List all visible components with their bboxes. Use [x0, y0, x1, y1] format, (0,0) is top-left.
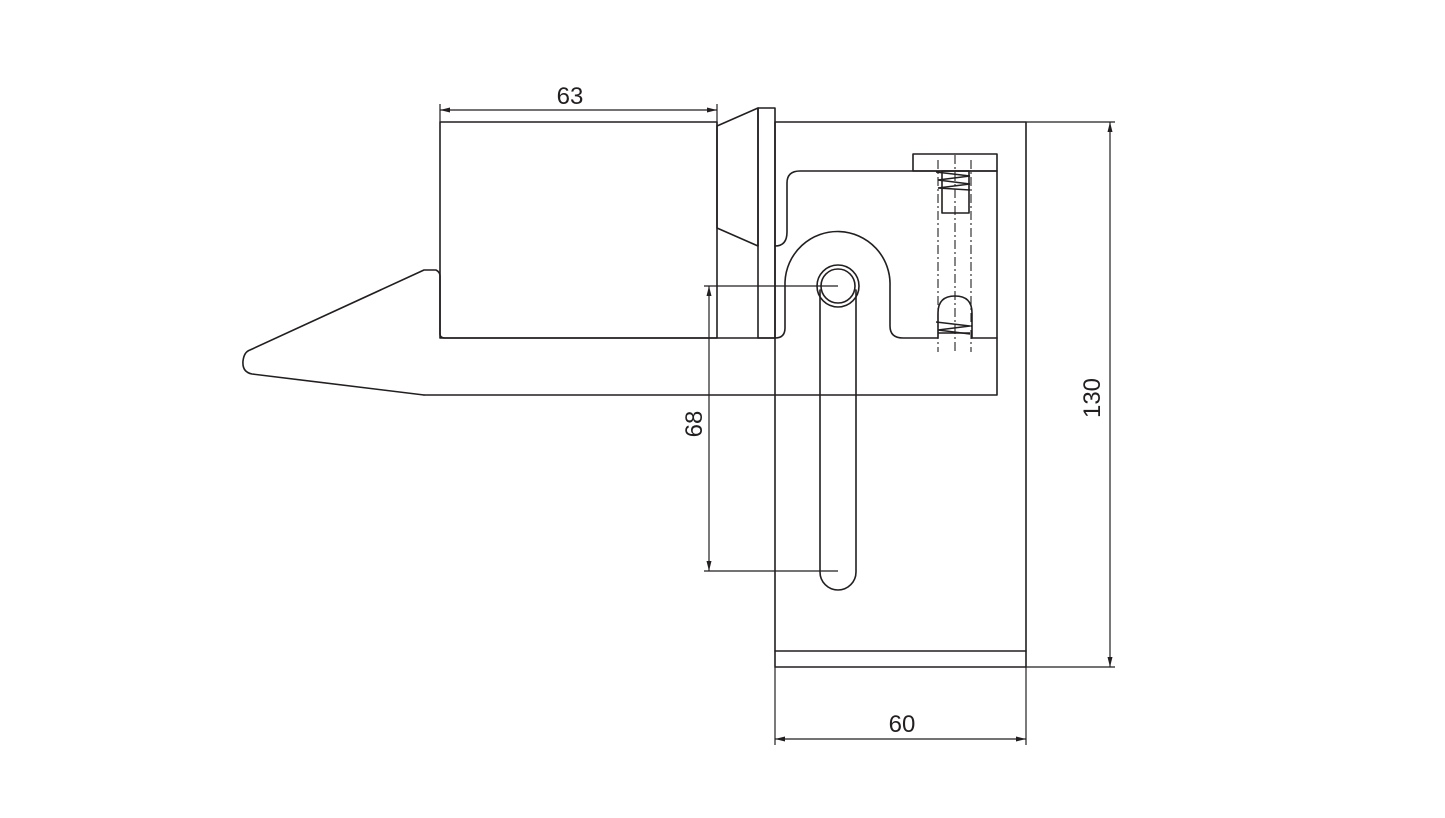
- dimension-length-63: 63: [439, 83, 718, 126]
- latch-tongue: [242, 230, 938, 396]
- guide-slot: [819, 289, 857, 591]
- dimension-label-63: 63: [557, 83, 584, 110]
- dimension-label-60: 60: [889, 711, 916, 738]
- inner-guide: [774, 170, 998, 339]
- latch-flange: [757, 107, 776, 339]
- dimension-travel-68: 68: [681, 285, 838, 572]
- latch-block: [439, 121, 718, 339]
- dimension-label-68: 68: [681, 411, 708, 438]
- latch-wedge: [716, 107, 759, 247]
- dimension-label-130: 130: [1079, 378, 1106, 418]
- spring-icon: [935, 171, 971, 335]
- latch-tongue-lower-edge: [423, 337, 998, 396]
- dimension-length-60: 60: [774, 667, 1027, 745]
- spring-centerlines: [937, 155, 972, 352]
- dimension-height-130: 130: [1026, 121, 1115, 668]
